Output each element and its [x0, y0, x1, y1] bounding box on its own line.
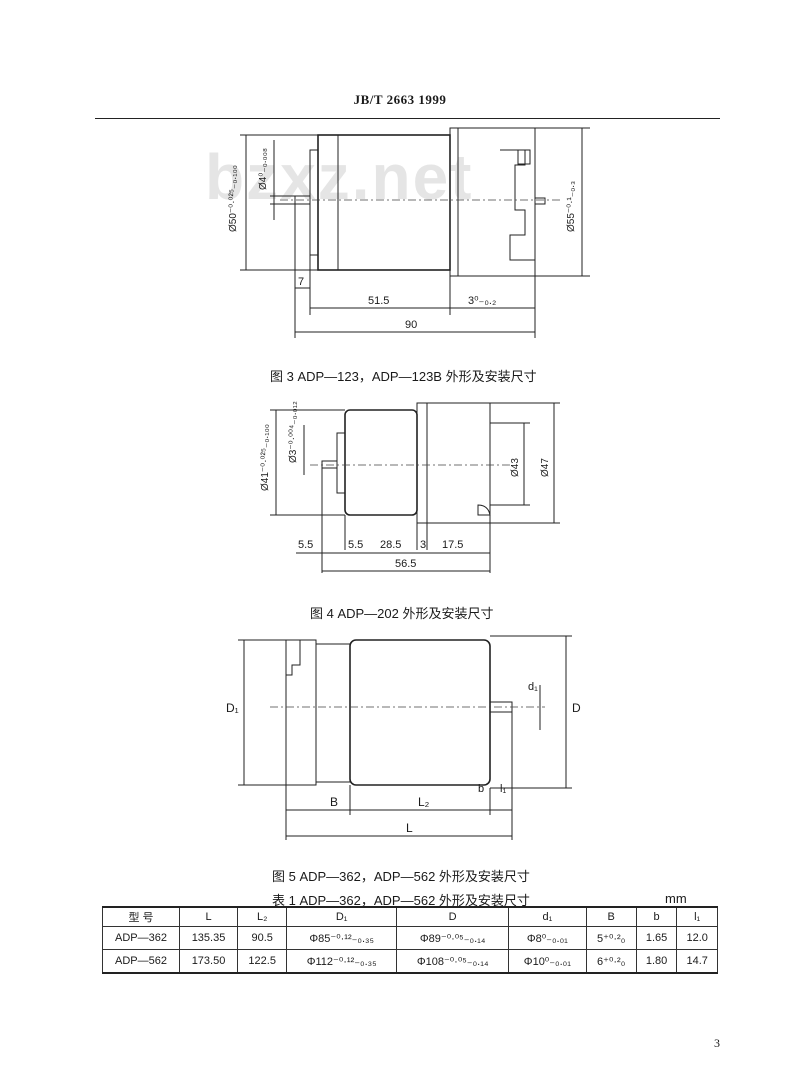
- cell-b: 1.65: [635, 926, 678, 950]
- dim-D: D: [572, 701, 581, 715]
- rear-housing: [416, 402, 491, 524]
- cell-B: 6⁺⁰·²₀: [585, 949, 637, 974]
- dim-L2: L₂: [418, 795, 430, 809]
- cell-l1: 12.0: [676, 926, 718, 950]
- dim-5-5-a: 5.5: [298, 539, 313, 551]
- rear-cover: [285, 639, 317, 786]
- col-header: 型 号: [102, 906, 180, 927]
- table-row: ADP—362 135.35 90.5 Φ85⁻⁰·¹²₋₀.₃₅ Φ89⁻⁰·…: [102, 926, 718, 950]
- front-flange: [336, 432, 346, 494]
- figure-5-drawing: D₁ D d₁ B L₂ b l₁ L: [226, 635, 581, 840]
- figure-3-caption: 图 3 ADP—123，ADP—123B 外形及安装尺寸: [270, 369, 537, 384]
- cell-l1: 14.7: [676, 949, 718, 974]
- dim-l1: l₁: [500, 783, 506, 795]
- dim-d41: Ø41⁻⁰·⁰²⁵₋₀.₁₀₀: [260, 424, 271, 491]
- dim-d47: Ø47: [540, 458, 551, 477]
- figure-4-caption: 图 4 ADP—202 外形及安装尺寸: [310, 606, 494, 621]
- table-1-caption: 表 1 ADP—362，ADP—562 外形及安装尺寸: [272, 893, 530, 908]
- dim-17-5: 17.5: [442, 539, 463, 551]
- cell-d1: Φ10⁰₋₀.₀₁: [508, 949, 587, 974]
- col-header: D₁: [286, 906, 398, 927]
- spec-table: 型 号 L L₂ D₁ D d₁ B b l₁ ADP—362 135.35 9…: [102, 906, 718, 974]
- col-header: d₁: [508, 906, 587, 927]
- col-header: B: [585, 906, 637, 927]
- cell-L: 135.35: [178, 926, 239, 950]
- mid-section: [315, 643, 351, 783]
- gear-step: [500, 149, 535, 261]
- table-unit: mm: [665, 891, 687, 906]
- dim-L: L: [406, 821, 413, 835]
- col-header: L₂: [237, 906, 288, 927]
- terminal: [477, 504, 491, 516]
- shaft: [321, 460, 338, 469]
- dim-d3: Ø3⁻⁰·⁰⁰⁴₋₀.₀₁₂: [288, 401, 299, 463]
- dim-d1: d₁: [528, 681, 538, 693]
- cell-L2: 122.5: [237, 949, 288, 974]
- dim-3: 3: [420, 539, 426, 551]
- cell-D: Φ89⁻⁰·⁰⁵₋₀.₁₄: [396, 926, 510, 950]
- shaft: [294, 195, 311, 205]
- col-header: D: [396, 906, 510, 927]
- col-header: l₁: [676, 906, 718, 927]
- cell-model: ADP—362: [102, 926, 180, 950]
- dim-d4: Ø4⁰₋₀.₀₀₈: [258, 148, 269, 190]
- figure-4-drawing: Ø41⁻⁰·⁰²⁵₋₀.₁₀₀ Ø3⁻⁰·⁰⁰⁴₋₀.₀₁₂ Ø43 Ø47 5…: [260, 401, 560, 573]
- dim-28-5: 28.5: [380, 539, 401, 551]
- cell-L2: 90.5: [237, 926, 288, 950]
- dim-7: 7: [298, 276, 304, 288]
- dim-3: 3⁰₋₀.₂: [468, 295, 496, 307]
- dim-d55: Ø55⁻⁰·¹₋₀.₃: [566, 181, 577, 232]
- figure-5-caption: 图 5 ADP—362，ADP—562 外形及安装尺寸: [272, 869, 530, 884]
- dim-5-5-b: 5.5: [348, 539, 363, 551]
- dim-56-5: 56.5: [395, 558, 416, 570]
- dim-D1: D₁: [226, 701, 239, 715]
- cell-D: Φ108⁻⁰·⁰⁵₋₀.₁₄: [396, 949, 510, 974]
- cell-L: 173.50: [178, 949, 239, 974]
- cell-d1: Φ8⁰₋₀.₀₁: [508, 926, 587, 950]
- header-rule: [95, 118, 720, 119]
- table-header-row: 型 号 L L₂ D₁ D d₁ B b l₁: [102, 906, 718, 927]
- connector: [286, 639, 301, 676]
- document-code: JB/T 2663 1999: [353, 92, 447, 107]
- dim-51-5: 51.5: [368, 295, 389, 307]
- figure-3-drawing: Ø50⁻⁰·⁰²⁵₋₀.₁₀₀ Ø4⁰₋₀.₀₀₈ Ø55⁻⁰·¹₋₀.₃ 7 …: [228, 127, 590, 338]
- dim-B: B: [330, 795, 338, 809]
- col-header: b: [635, 906, 678, 927]
- front-flange: [309, 149, 319, 256]
- cell-D1: Φ85⁻⁰·¹²₋₀.₃₅: [286, 926, 398, 950]
- dim-b: b: [478, 783, 484, 795]
- motor-body: [344, 409, 418, 516]
- dim-d50: Ø50⁻⁰·⁰²⁵₋₀.₁₀₀: [228, 165, 239, 232]
- col-header: L: [178, 906, 239, 927]
- page-number: 3: [714, 1036, 720, 1050]
- rear-shaft: [534, 197, 546, 205]
- connector: [517, 149, 531, 165]
- cell-b: 1.80: [635, 949, 678, 974]
- dim-d43: Ø43: [510, 458, 521, 477]
- table-row: ADP—562 173.50 122.5 Φ112⁻⁰·¹²₋₀.₃₅ Φ108…: [102, 949, 718, 974]
- cell-model: ADP—562: [102, 949, 180, 974]
- motor-body: [349, 639, 491, 786]
- cell-D1: Φ112⁻⁰·¹²₋₀.₃₅: [286, 949, 398, 974]
- cell-B: 5⁺⁰·²₀: [585, 926, 637, 950]
- dim-90: 90: [405, 319, 417, 331]
